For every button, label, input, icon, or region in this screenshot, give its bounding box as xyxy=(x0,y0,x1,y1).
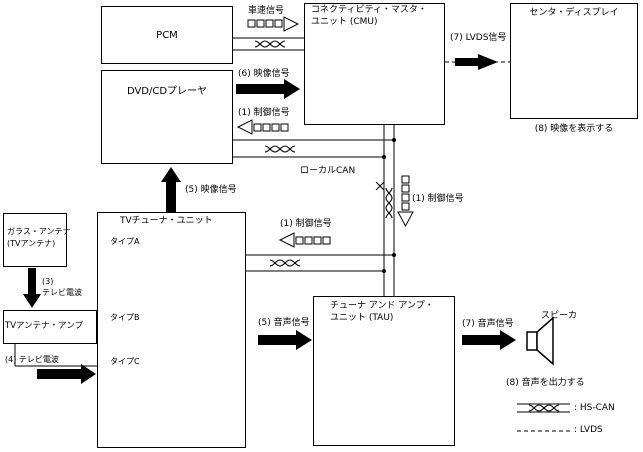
tv-tuner-box xyxy=(97,212,246,448)
glass-antenna-box xyxy=(3,213,67,267)
control-right-arrow xyxy=(397,175,414,228)
tv-antenna-amp-box xyxy=(3,310,97,344)
video-5-arrow xyxy=(161,167,181,212)
audio-5-arrow xyxy=(258,330,312,350)
speaker-label: スピーカ xyxy=(541,311,578,321)
glass-antenna-label-1: ガラス・アンテナ xyxy=(7,227,71,236)
audio-5-label: (5) 音声信号 xyxy=(258,318,310,328)
tv-tuner-label: TVチューナ・ユニット xyxy=(120,216,213,226)
cmu-label-1: コネクティビティ・マスタ・ xyxy=(311,5,427,15)
dvd-label: DVD/CDプレーヤ xyxy=(126,86,208,97)
vehicle-speed-arrow xyxy=(247,16,300,32)
control-mid-arrow xyxy=(278,232,331,248)
type-c-label: タイプC xyxy=(110,357,140,366)
output-audio-label: (8) 音声を出力する xyxy=(506,378,585,388)
hs-can-twist-pcm xyxy=(254,40,286,48)
tv-wave-4-label: (4) テレビ電波 xyxy=(5,355,59,364)
glass-antenna-label-2: (TVアンテナ) xyxy=(7,239,56,248)
video-6-arrow xyxy=(236,79,300,99)
audio-7-arrow xyxy=(462,330,516,350)
center-display-box xyxy=(510,3,638,119)
legend xyxy=(517,403,570,432)
control-mid-label: (1) 制御信号 xyxy=(280,219,332,229)
tv-wave-3-arrow xyxy=(23,268,41,308)
tv-wave-3-label-1: (3) xyxy=(42,277,54,286)
control-right-label: (1) 制御信号 xyxy=(412,194,464,204)
pcm-box xyxy=(101,6,233,64)
speaker-icon xyxy=(526,316,554,366)
hs-can-twist-dvd xyxy=(264,145,296,153)
vehicle-speed-label: 車速信号 xyxy=(248,6,285,16)
local-can-label: ローカルCAN xyxy=(300,166,356,176)
pcm-label: PCM xyxy=(156,30,178,41)
center-display-label: センタ・ディスプレイ xyxy=(529,8,619,18)
video-6-label: (6) 映像信号 xyxy=(238,69,290,79)
control-top-arrow xyxy=(236,119,289,135)
cmu-label-2: ユニット (CMU) xyxy=(311,17,378,27)
hs-can-twist-tuner xyxy=(269,259,301,267)
legend-lvds: : LVDS xyxy=(574,425,603,435)
tau-label-2: ユニット (TAU) xyxy=(330,313,394,323)
control-top-label: (1) 制御信号 xyxy=(238,108,290,118)
tv-wave-4-arrow xyxy=(37,364,96,384)
video-5-label: (5) 映像信号 xyxy=(185,185,237,195)
tv-antenna-amp-label: TVアンテナ・アンプ xyxy=(5,321,84,331)
local-can-twist xyxy=(385,187,393,219)
tv-wave-3-label-2: テレビ電波 xyxy=(42,288,82,297)
tau-box xyxy=(313,296,455,446)
tau-label-1: チューナ アンド アンプ・ xyxy=(330,301,434,311)
type-b-label: タイプB xyxy=(110,313,140,322)
dvd-box xyxy=(101,70,233,164)
lvds-7-label: (7) LVDS信号 xyxy=(450,33,507,43)
type-a-label: タイプA xyxy=(110,237,140,246)
audio-7-label: (7) 音声信号 xyxy=(462,319,514,329)
legend-hs-can: : HS-CAN xyxy=(574,403,615,413)
show-video-label: (8) 映像を表示する xyxy=(534,124,614,134)
cmu-box xyxy=(304,3,445,125)
